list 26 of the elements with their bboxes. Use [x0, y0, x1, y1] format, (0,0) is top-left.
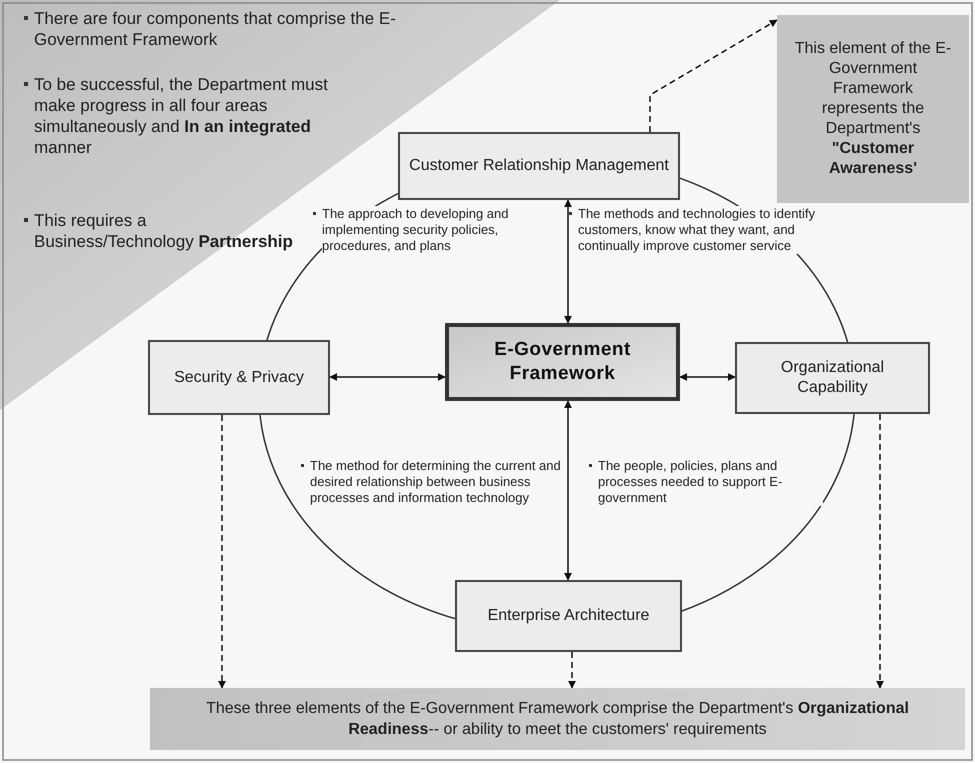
- component-box: [398, 132, 680, 200]
- framework-box: [445, 323, 680, 401]
- box-label: Enterprise Architecture: [488, 606, 650, 626]
- component-box: [455, 580, 682, 652]
- box-label: Customer Relationship Management: [409, 156, 669, 176]
- box-title: E-Government Framework: [493, 338, 632, 386]
- dashed-arrow: [568, 652, 576, 689]
- dashed-arrow: [649, 19, 778, 132]
- component-box: [735, 342, 930, 414]
- dashed-arrow: [218, 415, 226, 689]
- summary-panel: [150, 688, 965, 750]
- callout-text: This element of the E-Government Framework represents the Department's "Customer Awareness': [794, 39, 952, 179]
- double-arrow: [564, 400, 572, 581]
- component-box: [148, 340, 330, 415]
- bullet-text: There are four components that comprise the E-Government Framework: [34, 8, 397, 50]
- box-label: Organizational Capability: [780, 358, 886, 398]
- box-label: Security & Privacy: [174, 368, 304, 388]
- callout-panel: [777, 15, 969, 203]
- double-arrow: [679, 373, 736, 381]
- double-arrow: [564, 199, 572, 324]
- note-text: The people, policies, plans and processes needed to support E-government: [598, 458, 823, 506]
- summary-text: These three elements of the E-Government Framework comprise the Department's Organizational Readiness-- or ability to meet the customers' requirements: [205, 699, 910, 740]
- bullet-text: This requires a Business/Technology Partnership: [34, 210, 294, 252]
- dashed-arrow: [876, 414, 884, 689]
- double-arrow: [329, 373, 446, 381]
- bullet-text: To be successful, the Department must make progress in all four areas simultaneously and In an integrated manner: [34, 74, 329, 158]
